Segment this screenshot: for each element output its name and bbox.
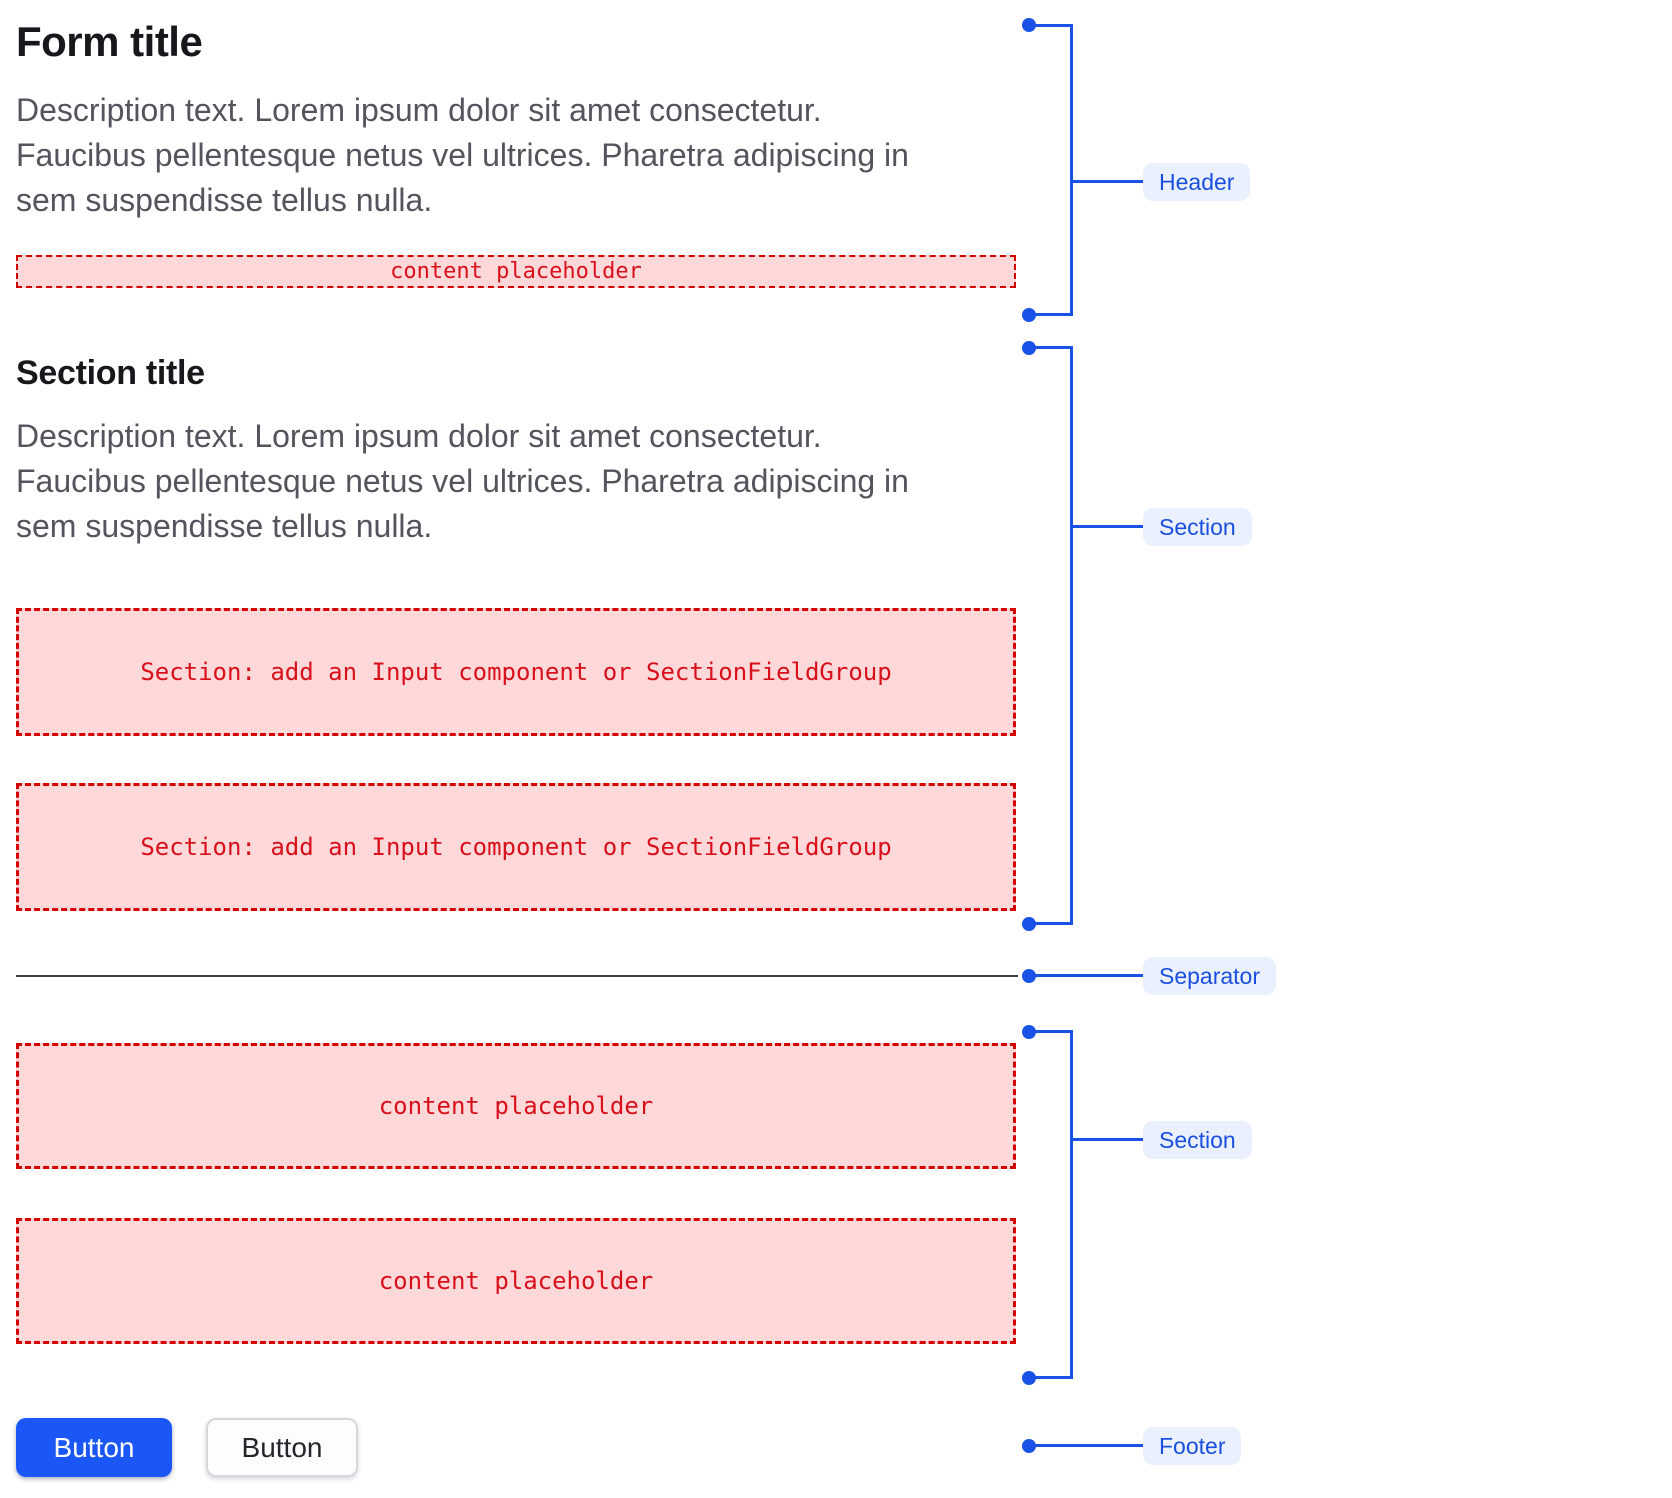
header-content-placeholder: content placeholder	[16, 255, 1016, 288]
form-description: Description text. Lorem ipsum dolor sit …	[16, 92, 909, 218]
section2-annotation-label: Section	[1143, 1121, 1252, 1159]
section1-bracket-bottom-arm	[1029, 922, 1073, 925]
section-input-slot-placeholder: Section: add an Input component or Secti…	[16, 783, 1016, 911]
placeholder-label: Section: add an Input component or Secti…	[140, 833, 892, 861]
section2-label-connector	[1072, 1138, 1143, 1141]
header-bracket-top-arm	[1029, 24, 1073, 27]
header-label-connector	[1072, 180, 1143, 183]
header-bracket-bottom-arm	[1029, 313, 1073, 316]
secondary-button[interactable]: Button	[206, 1418, 358, 1477]
section1-bracket-line	[1070, 346, 1073, 925]
section-description: Description text. Lorem ipsum dolor sit …	[16, 418, 909, 544]
section2-bracket-top-arm	[1029, 1030, 1073, 1033]
section1-bracket-top-arm	[1029, 346, 1073, 349]
section-input-slot-placeholder: Section: add an Input component or Secti…	[16, 608, 1016, 736]
section2-bracket-line	[1070, 1030, 1073, 1379]
section-title: Section title	[16, 354, 205, 392]
separator-line	[16, 975, 1018, 977]
section-content-placeholder: content placeholder	[16, 1043, 1016, 1169]
section1-bracket-bottom-anchor-dot	[1022, 917, 1036, 931]
separator-anchor-dot	[1022, 969, 1036, 983]
placeholder-label: content placeholder	[390, 259, 642, 284]
separator-label-connector	[1034, 974, 1143, 977]
placeholder-label: content placeholder	[378, 1267, 654, 1295]
footer-annotation-label: Footer	[1143, 1427, 1242, 1465]
form-title: Form title	[16, 18, 203, 65]
header-bracket-line	[1070, 24, 1073, 316]
footer-label-connector	[1034, 1444, 1143, 1447]
section1-annotation-label: Section	[1143, 508, 1252, 546]
section2-bracket-bottom-arm	[1029, 1376, 1073, 1379]
header-bracket-bottom-anchor-dot	[1022, 308, 1036, 322]
separator-annotation-label: Separator	[1143, 957, 1277, 995]
section-content-placeholder: content placeholder	[16, 1218, 1016, 1344]
header-annotation-label: Header	[1143, 163, 1251, 201]
section2-bracket-bottom-anchor-dot	[1022, 1371, 1036, 1385]
placeholder-label: Section: add an Input component or Secti…	[140, 658, 892, 686]
placeholder-label: content placeholder	[378, 1092, 654, 1120]
section1-label-connector	[1072, 525, 1143, 528]
footer-anchor-dot	[1022, 1439, 1036, 1453]
primary-button[interactable]: Button	[16, 1418, 172, 1477]
